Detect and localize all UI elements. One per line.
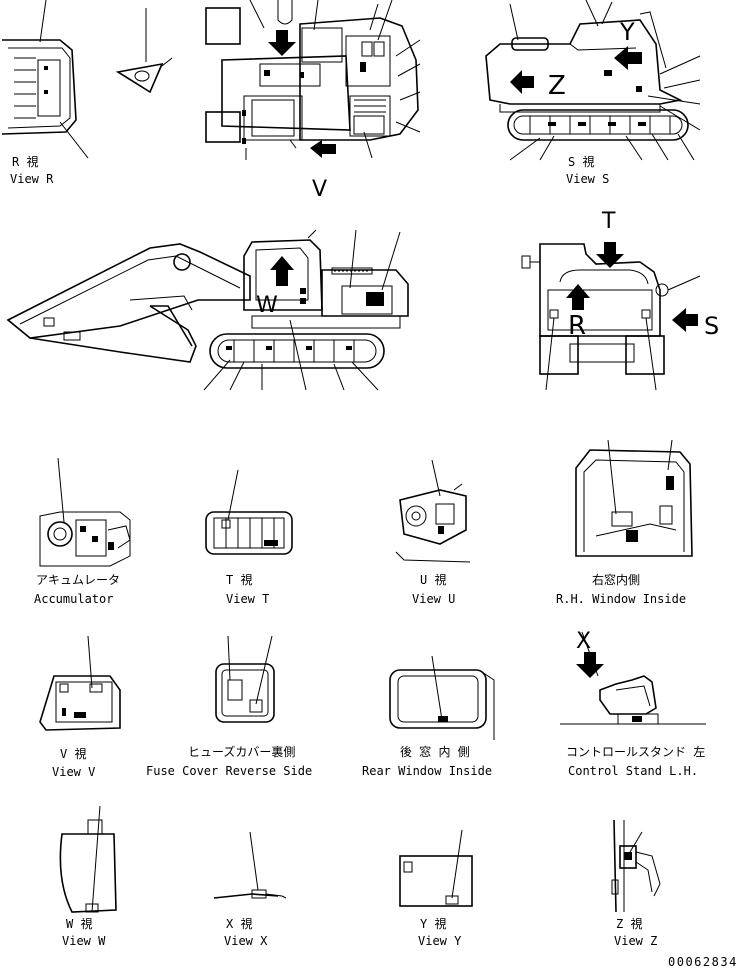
view-x-en: View X	[224, 934, 268, 948]
decal-shape-small	[115, 8, 173, 94]
view-w-jp: W 視	[66, 916, 92, 931]
view-y-letter: Y	[619, 18, 635, 46]
view-w-en: View W	[62, 934, 106, 948]
view-z-en: View Z	[614, 934, 657, 948]
view-u-en: View U	[412, 592, 455, 606]
view-v-jp: V 視	[60, 746, 86, 761]
control-stand-jp: コントロールスタンド 左	[566, 744, 705, 759]
view-y-en: View Y	[418, 934, 462, 948]
drawing-number: 00062834	[668, 955, 738, 969]
control-stand-drawing	[560, 631, 706, 725]
view-x-jp: X 視	[226, 916, 252, 931]
control-stand-en: Control Stand L.H.	[568, 764, 698, 778]
fuse-cover-jp: ヒューズカバー裏側	[188, 744, 295, 759]
view-s-letter: S	[704, 312, 719, 340]
rear-view-drawing	[521, 242, 701, 391]
view-t-en: View T	[226, 592, 269, 606]
fuse-cover-drawing	[215, 635, 275, 723]
view-w-drawing	[59, 805, 117, 913]
rh-window-jp: 右窓内側	[592, 572, 640, 587]
fuse-cover-en: Fuse Cover Reverse Side	[146, 764, 312, 778]
view-s-en: View S	[566, 172, 609, 186]
rear-window-drawing	[389, 655, 495, 740]
view-y-jp: Y 視	[420, 916, 446, 931]
view-r-drawing	[1, 0, 89, 159]
excavator-side-view	[6, 229, 409, 391]
view-s-drawing	[485, 0, 701, 161]
view-t-jp: T 視	[226, 572, 252, 587]
view-t-letter: T	[601, 209, 616, 234]
view-r-jp: R 視	[12, 154, 38, 169]
rh-window-drawing	[575, 439, 693, 557]
view-y-drawing	[399, 829, 473, 907]
rear-window-en: Rear Window Inside	[362, 764, 492, 778]
rh-window-en: R.H. Window Inside	[556, 592, 686, 606]
view-v-drawing	[39, 635, 121, 731]
view-r-en: View R	[10, 172, 54, 186]
view-w-letter: W	[256, 293, 278, 318]
view-z-jp: Z 視	[616, 916, 642, 931]
view-u-jp: U 視	[420, 572, 446, 587]
rear-window-jp: 後 窓 内 側	[400, 744, 470, 759]
view-v-en: View V	[52, 765, 95, 779]
view-z-letter: Z	[548, 71, 566, 101]
view-t-drawing	[205, 469, 293, 555]
accumulator-en: Accumulator	[34, 592, 113, 606]
view-v-letter-top: V	[312, 177, 327, 202]
view-s-jp: S 視	[568, 154, 594, 169]
top-plan-view	[205, 0, 421, 160]
accumulator-drawing	[39, 457, 131, 567]
view-x-letter: X	[576, 629, 591, 654]
view-r-letter: R	[568, 311, 586, 341]
view-z-drawing	[611, 819, 661, 913]
view-u-drawing	[395, 459, 471, 563]
view-x-drawing	[213, 831, 287, 899]
accumulator-jp: アキュムレータ	[36, 573, 120, 587]
